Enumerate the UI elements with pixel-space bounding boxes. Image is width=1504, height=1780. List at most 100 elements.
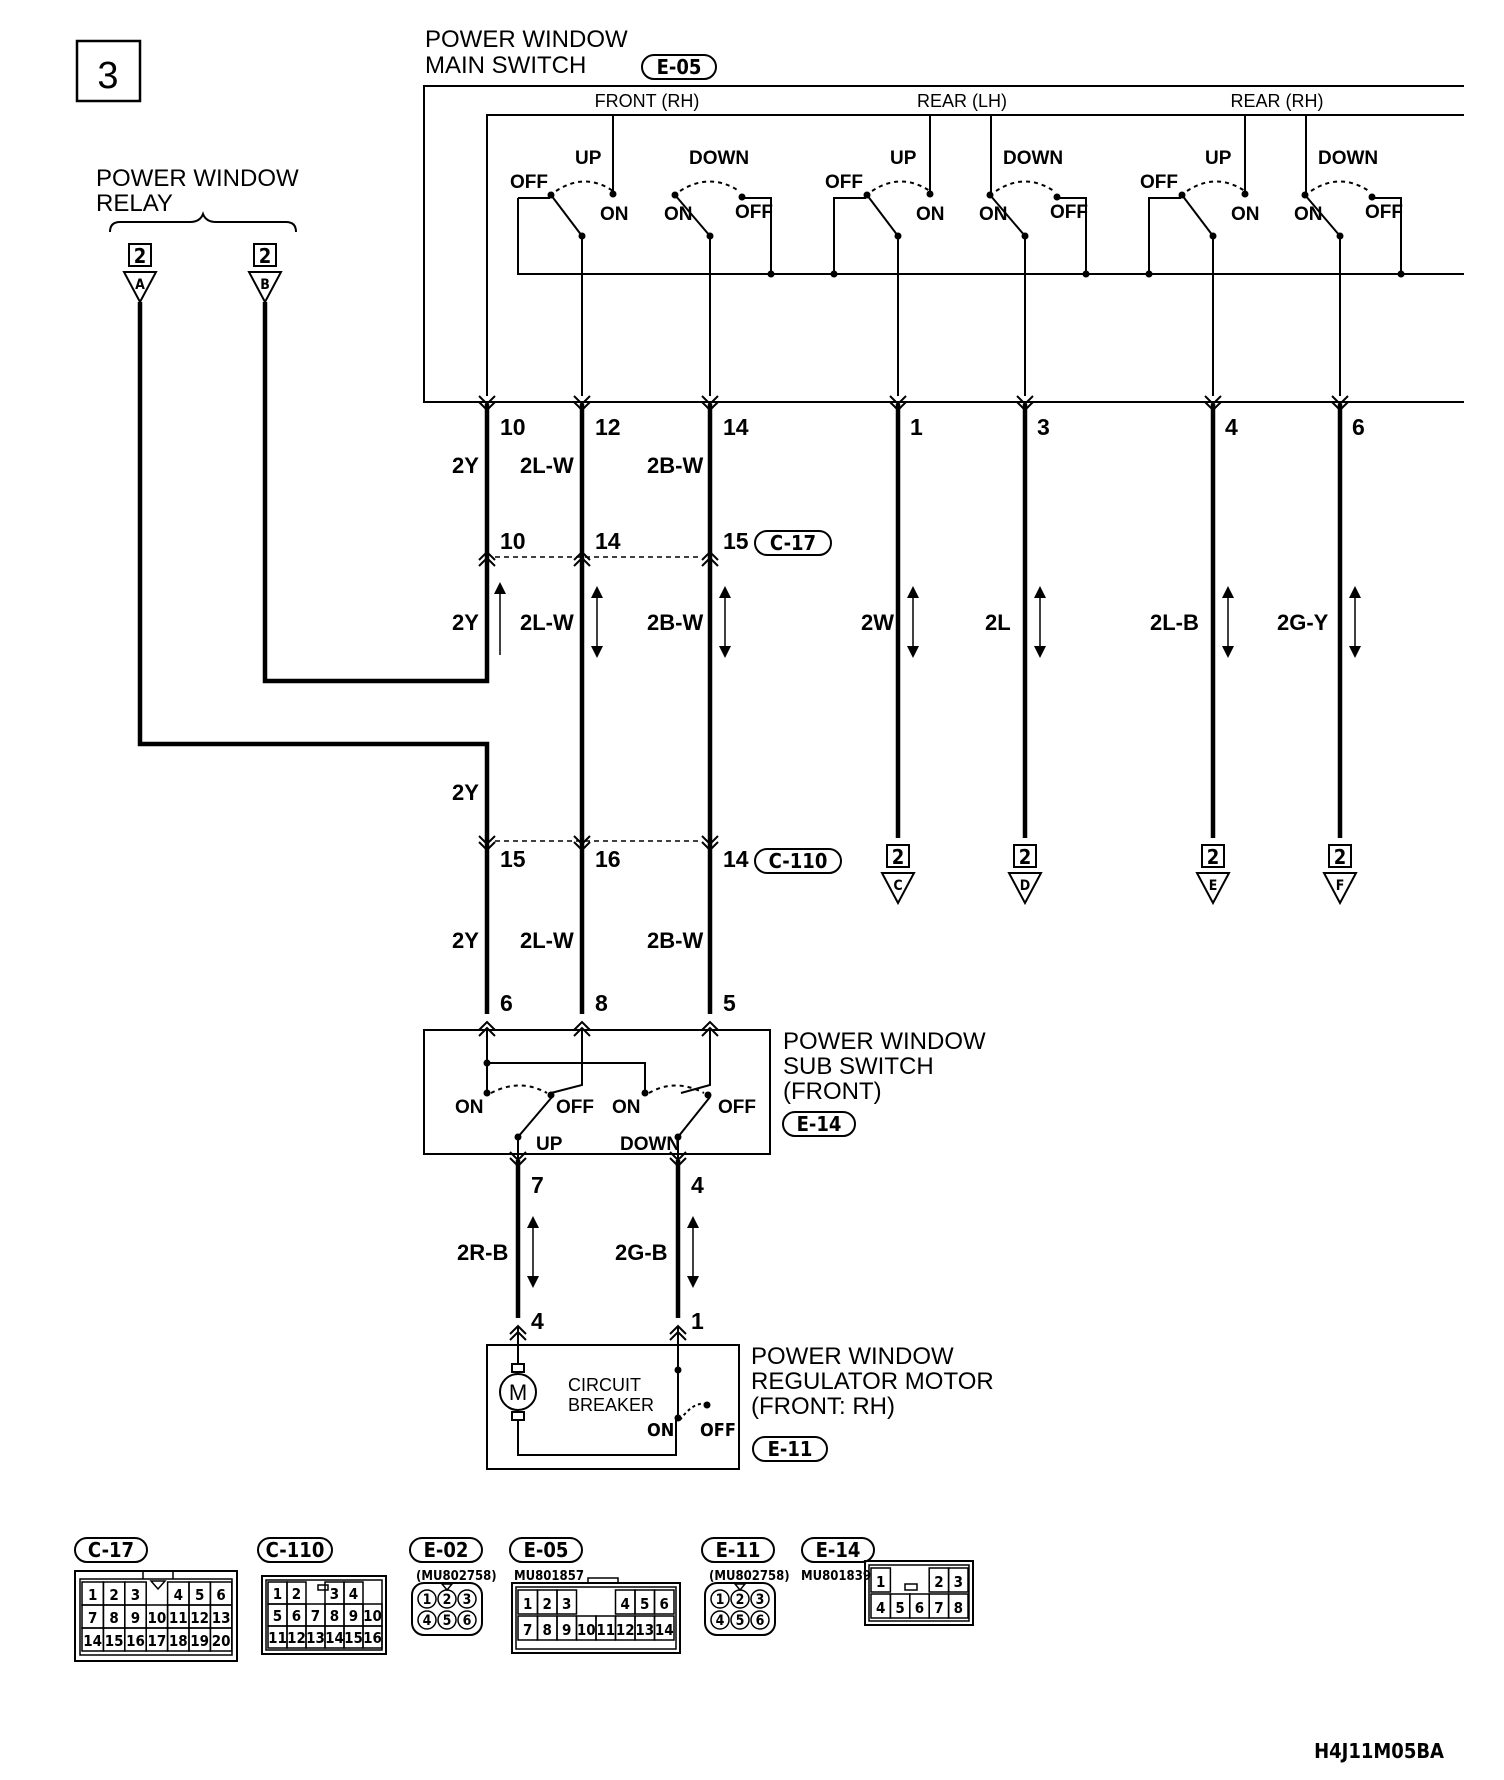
offpage-c: 2 C: [880, 844, 916, 906]
e02-pin-label: 2: [443, 1592, 452, 1608]
main-pin-6: 6: [1352, 414, 1365, 440]
rear-rh-off-label-2: OFF: [1365, 202, 1403, 223]
sub-down-label: DOWN: [620, 1134, 680, 1155]
main-pin-3: 3: [1037, 414, 1050, 440]
main-switch-title-1: POWER WINDOW: [425, 26, 628, 53]
main-pin-4: 4: [1225, 414, 1238, 440]
group-rear-rh: REAR (RH): [1231, 91, 1324, 111]
c17-pin-label: 10: [148, 1609, 167, 1627]
sub-switch-title-1: POWER WINDOW: [783, 1028, 986, 1055]
figure-code: H4J11M05BA: [1314, 1739, 1444, 1763]
c17-pin-label: 6: [216, 1586, 225, 1604]
c17-pin-label: 5: [195, 1586, 204, 1604]
e02-pin-label: 6: [463, 1613, 472, 1629]
rear-rh-on-label: ON: [1231, 204, 1260, 225]
sub-off-label: OFF: [556, 1097, 594, 1118]
legend-e11-key-icon: [733, 1583, 747, 1592]
wire-2y-3: 2Y: [452, 780, 479, 805]
sub-pin-6: 6: [500, 990, 513, 1016]
c110-pin-14: 14: [723, 846, 749, 872]
c17-pin-label: 12: [190, 1609, 209, 1627]
c17-pin-label: 13: [212, 1609, 231, 1627]
e11-pin-1: [710, 1589, 730, 1609]
legend-e02-part: (MU802758): [416, 1569, 497, 1584]
e02-pin-2: [437, 1589, 457, 1609]
e14-pin-label: 2: [934, 1573, 943, 1591]
switch-rear-lh: [833, 180, 1087, 396]
e02-pin-label: 4: [423, 1613, 432, 1629]
c110-pin-label: 15: [344, 1629, 363, 1647]
rear-lh-up-label: UP: [890, 148, 917, 169]
e02-pin-4: [417, 1610, 437, 1630]
sub-pin-7: 7: [531, 1172, 544, 1198]
breaker-on-label: ON: [647, 1420, 674, 1441]
svg-text:2: 2: [134, 244, 147, 268]
c110-pin-label: 3: [330, 1585, 339, 1603]
c17-pin-label: 2: [109, 1586, 118, 1604]
wire-2bw-3: 2B-W: [647, 928, 703, 953]
c110-pin-label: 6: [292, 1607, 301, 1625]
legend-e05-tag: E-05: [524, 1538, 569, 1562]
e05-pin-label: 8: [543, 1621, 552, 1639]
e05-pin-label: 7: [523, 1621, 532, 1639]
e02-pin-1: [417, 1589, 437, 1609]
wire-2l: 2L: [985, 610, 1011, 635]
rear-rh-up-label: UP: [1205, 148, 1232, 169]
group-rear-lh: REAR (LH): [917, 91, 1007, 111]
e11-pin-label: 1: [716, 1592, 725, 1608]
main-switch-box: [423, 85, 1464, 403]
e14-pin-label: 1: [876, 1573, 885, 1591]
c110-cell-16: [362, 1625, 383, 1649]
c17-pin-label: 9: [131, 1609, 140, 1627]
e11-pin-4: [710, 1610, 730, 1630]
sub-switch-title-2: SUB SWITCH: [783, 1053, 934, 1080]
group-front-rh: FRONT (RH): [595, 91, 700, 111]
e14-pin-label: 5: [895, 1599, 904, 1617]
sub-pin-4: 4: [691, 1172, 704, 1198]
motor-pin-4: 4: [531, 1308, 544, 1334]
e05-pin-label: 1: [523, 1595, 532, 1613]
front-rh-up-label: UP: [575, 148, 602, 169]
legend-c17-tag: C-17: [88, 1538, 134, 1562]
motor-title-1: POWER WINDOW: [751, 1343, 954, 1370]
c110-pin-label: 7: [311, 1607, 320, 1625]
motor-title-2: REGULATOR MOTOR: [751, 1368, 994, 1395]
current-direction-arrows: [494, 582, 1361, 1288]
breaker-label-1: CIRCUIT: [568, 1375, 641, 1395]
legend-e02-face: [411, 1582, 483, 1636]
switch-front-rh: [518, 180, 772, 396]
rear-lh-on-label-2: ON: [979, 204, 1008, 225]
wire-2lw-1: 2L-W: [520, 453, 574, 478]
c17-pin-label: 16: [126, 1632, 145, 1650]
front-rh-on-label-2: ON: [664, 204, 693, 225]
c110-pin-label: 9: [349, 1607, 358, 1625]
e05-pin-label: 2: [543, 1595, 552, 1613]
e14-pin-label: 8: [954, 1599, 963, 1617]
breaker-label-2: BREAKER: [568, 1395, 654, 1415]
c17-pin-label: 18: [169, 1632, 188, 1650]
legend-c110-tag: C-110: [266, 1538, 325, 1562]
e11-pin-3: [750, 1589, 770, 1609]
switch-rear-rh: [1148, 180, 1402, 396]
rear-rh-off-label: OFF: [1140, 172, 1178, 193]
motor-icon: M: [499, 1363, 537, 1421]
c17-pin-label: 3: [131, 1586, 140, 1604]
front-rh-down-label: DOWN: [689, 148, 749, 169]
main-pin-12: 12: [595, 414, 621, 440]
relay-terminal-b: 2 B: [247, 243, 283, 305]
svg-text:2: 2: [892, 845, 905, 869]
c110-pin-label: 13: [306, 1629, 325, 1647]
relay-title-2: RELAY: [96, 190, 173, 217]
e02-pin-label: 3: [463, 1592, 472, 1608]
svg-text:E: E: [1209, 878, 1218, 894]
e14-pin-label: 3: [954, 1573, 963, 1591]
sub-up-label: UP: [536, 1134, 563, 1155]
offpage-d: 2 D: [1007, 844, 1043, 906]
legend-e11-tag: E-11: [716, 1538, 761, 1562]
e14-cell-1: [870, 1567, 892, 1593]
c110-pin-label: 10: [363, 1607, 382, 1625]
e14-pin-label: 4: [876, 1599, 885, 1617]
c17-pin-10: 10: [500, 528, 526, 554]
c17-pin-label: 14: [83, 1632, 102, 1650]
